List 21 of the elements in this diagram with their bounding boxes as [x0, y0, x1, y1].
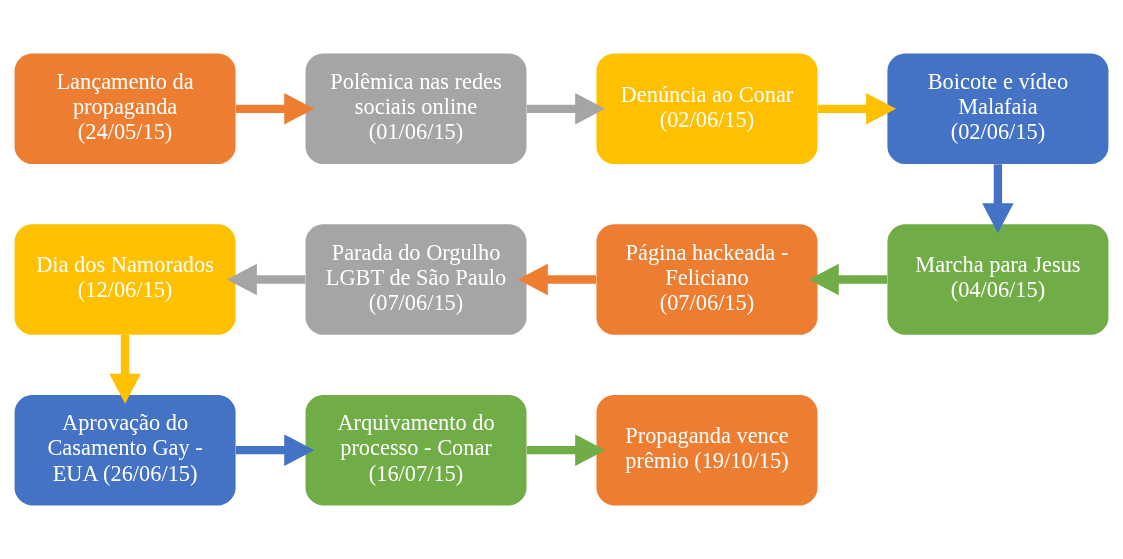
- arrow: [817, 93, 897, 125]
- node-box: Propaganda vence prêmio (19/10/15): [596, 394, 818, 506]
- arrow: [526, 93, 606, 125]
- arrow: [982, 164, 1014, 234]
- arrow: [226, 263, 306, 296]
- node-box: Marcha para Jesus (04/06/15): [887, 224, 1109, 335]
- arrow: [235, 434, 315, 466]
- arrow: [808, 263, 888, 296]
- node-box: Denúncia ao Conar (02/06/15): [596, 53, 818, 165]
- node-box: Aprovação do Casamento Gay - EUA (26/06/15): [14, 394, 236, 506]
- node-box: Página hackeada - Feliciano (07/06/15): [596, 224, 818, 335]
- node-box: Arquivamento do processo - Conar (16/07/15): [305, 394, 527, 506]
- arrow: [526, 434, 606, 466]
- arrow: [109, 334, 141, 404]
- node-box: Dia dos Namorados (12/06/15): [14, 224, 236, 335]
- node-box: Polêmica nas redes sociais online (01/06/15): [305, 53, 527, 165]
- node-box: Parada do Orgulho LGBT de São Paulo (07/06/15): [305, 224, 527, 335]
- node-box: Boicote e vídeo Malafaia (02/06/15): [887, 53, 1109, 165]
- node-box: Lançamento da propaganda (24/05/15): [14, 53, 236, 165]
- arrow: [517, 263, 597, 296]
- arrow: [235, 93, 315, 125]
